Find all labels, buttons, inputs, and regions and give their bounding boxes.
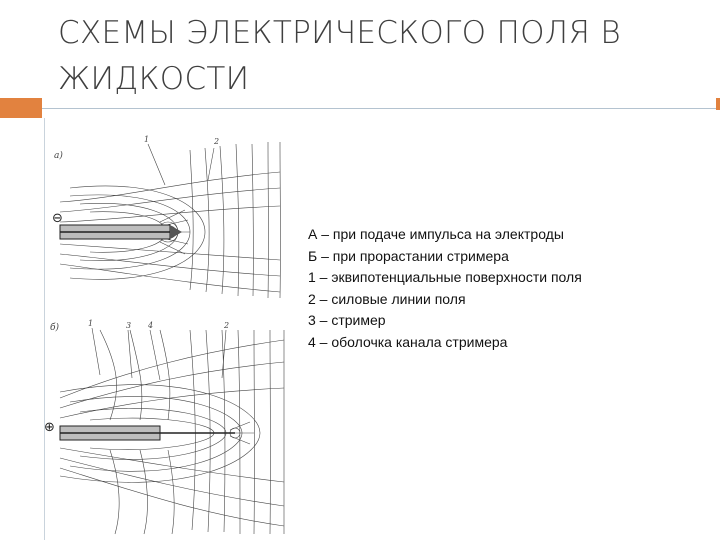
legend-line-3: 3 – стример (308, 312, 386, 328)
content-vertical-rule (44, 118, 45, 540)
slide-title-line-1: СХЕМЫ ЭЛЕКТРИЧЕСКОГО ПОЛЯ В (58, 15, 621, 51)
legend-line-a: А – при подаче импульса на электроды (308, 226, 564, 242)
panel-b-callout-4: 4 (147, 321, 153, 330)
legend-line-1: 1 – эквипотенциальные поверхности поля (308, 269, 582, 285)
negative-polarity-icon: ⊖ (52, 211, 63, 226)
panel-b-callout-2: 2 (223, 321, 229, 330)
legend-line-2: 2 – силовые линии поля (308, 290, 466, 307)
legend-line-4: 4 – оболочка канала стримера (308, 333, 508, 350)
legend-line-b: Б – при прорастании стримера (308, 247, 509, 264)
panel-b (59, 327, 285, 535)
title-divider-line (42, 108, 720, 109)
slide-title-line-2: ЖИДКОСТИ (58, 61, 250, 97)
legend: А – при подаче импульса на электроды Б –… (308, 224, 708, 353)
panel-a-label: a) (54, 150, 63, 161)
title-accent-block (0, 98, 42, 118)
slide-title: СХЕМЫ ЭЛЕКТРИЧЕСКОГО ПОЛЯ В ЖИДКОСТИ (58, 10, 698, 102)
panel-b-callout-1: 1 (88, 319, 93, 328)
panel-a (59, 141, 281, 299)
electric-field-diagram: a) ⊖ 1 2 (44, 135, 285, 535)
title-accent-end (716, 98, 720, 110)
panel-b-label: б) (50, 322, 59, 333)
panel-a-callout-2: 2 (213, 137, 219, 146)
positive-polarity-icon: ⊕ (44, 420, 55, 435)
panel-b-callout-3: 3 (126, 321, 131, 330)
panel-a-callout-1: 1 (144, 135, 149, 144)
